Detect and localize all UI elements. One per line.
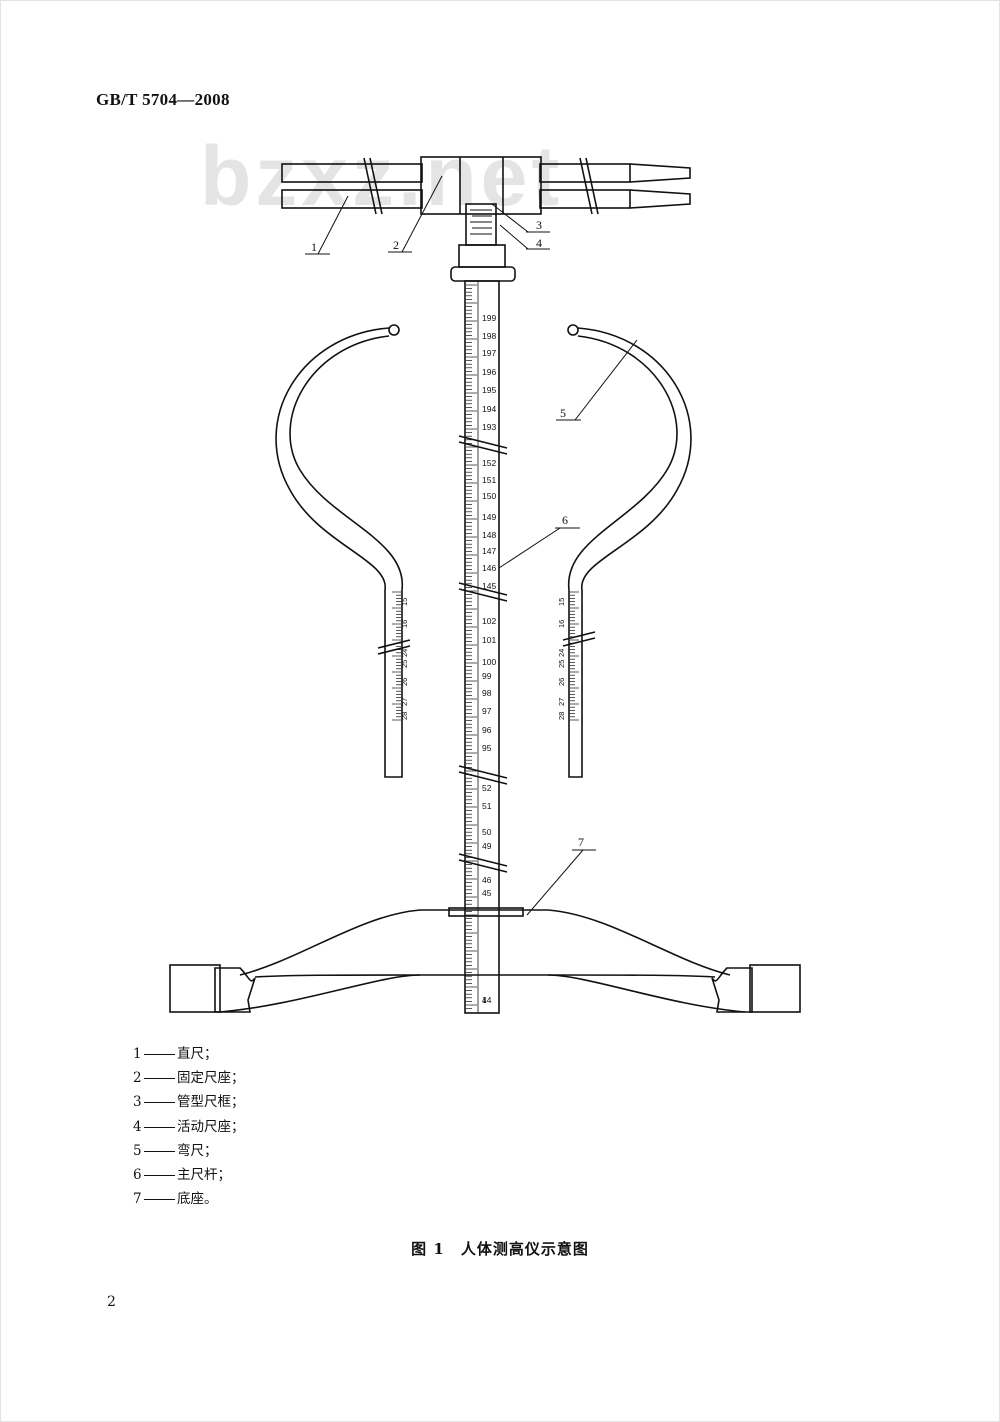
curved-scale-label: 25 <box>557 660 566 668</box>
callout-3: 3 <box>536 218 542 232</box>
callout-7: 7 <box>578 835 584 849</box>
curved-scale-label: 28 <box>400 712 409 720</box>
main-scale-label: 193 <box>482 422 496 432</box>
curved-scale-label: 27 <box>400 698 409 706</box>
main-scale-label: 49 <box>482 841 492 851</box>
left-curved-ruler: 15 16 24 25 26 27 28 <box>275 324 411 778</box>
main-scale-label: 51 <box>482 801 492 811</box>
main-scale-label: 100 <box>482 657 496 667</box>
main-scale-label: 97 <box>482 706 492 716</box>
main-scale-label: 196 <box>482 367 496 377</box>
fixed-ruler-seat <box>420 156 542 215</box>
curved-scale-label: 15 <box>557 598 566 606</box>
collar <box>450 266 516 282</box>
callout-4: 4 <box>536 236 542 250</box>
main-scale-label: 52 <box>482 783 492 793</box>
callout-6: 6 <box>562 513 568 527</box>
main-scale-label: 44 <box>482 995 492 1005</box>
main-scale-label: 96 <box>482 725 492 735</box>
base <box>169 907 801 1013</box>
main-scale-label: 148 <box>482 530 496 540</box>
main-scale-label: 101 <box>482 635 496 645</box>
straight-rulers <box>281 157 691 215</box>
main-scale-label: 197 <box>482 348 496 358</box>
main-scale-label: 50 <box>482 827 492 837</box>
curved-scale-label: 15 <box>400 598 409 606</box>
main-scale-label: 198 <box>482 331 496 341</box>
figure-caption: 图 1 人体测高仪示意图 <box>411 1240 589 1258</box>
callout-2: 2 <box>393 238 399 252</box>
curved-scale-label: 26 <box>557 678 566 686</box>
main-scale-label: 102 <box>482 616 496 626</box>
main-scale-label: 149 <box>482 512 496 522</box>
main-scale-label: 45 <box>482 888 492 898</box>
main-scale-label: 95 <box>482 743 492 753</box>
main-scale-label: 99 <box>482 671 492 681</box>
curved-scale-label: 26 <box>400 678 409 686</box>
curved-scale-label: 16 <box>400 620 409 628</box>
main-scale-label: 46 <box>482 875 492 885</box>
main-scale-label: 150 <box>482 491 496 501</box>
main-scale-label: 152 <box>482 458 496 468</box>
curved-scale-label: 16 <box>557 620 566 628</box>
main-scale-label: 151 <box>482 475 496 485</box>
standard-number: GB/T 5704—2008 <box>96 90 230 109</box>
main-scale-label: 194 <box>482 404 496 414</box>
main-scale-label: 195 <box>482 385 496 395</box>
curved-scale-label: 24 <box>557 649 566 657</box>
main-scale-label: 98 <box>482 688 492 698</box>
curved-scale-label: 27 <box>557 698 566 706</box>
main-scale-label: 147 <box>482 546 496 556</box>
main-scale-label: 199 <box>482 313 496 323</box>
right-curved-ruler: 15 16 24 25 26 27 28 <box>557 324 692 778</box>
page-number: 2 <box>107 1294 116 1310</box>
anthropometer-figure: 1991981971961951941931521511501491481471… <box>169 156 801 1014</box>
main-scale-bar: 1991981971961951941931521511501491481471… <box>458 280 508 1014</box>
curved-scale-label: 28 <box>557 712 566 720</box>
callout-5: 5 <box>560 406 566 420</box>
main-scale-label: 1 <box>482 995 487 1005</box>
callout-1: 1 <box>311 240 317 254</box>
curved-scale-label: 24 <box>400 649 409 657</box>
main-scale-label: 145 <box>482 581 496 591</box>
curved-scale-label: 25 <box>400 660 409 668</box>
main-scale-label: 146 <box>482 563 496 573</box>
